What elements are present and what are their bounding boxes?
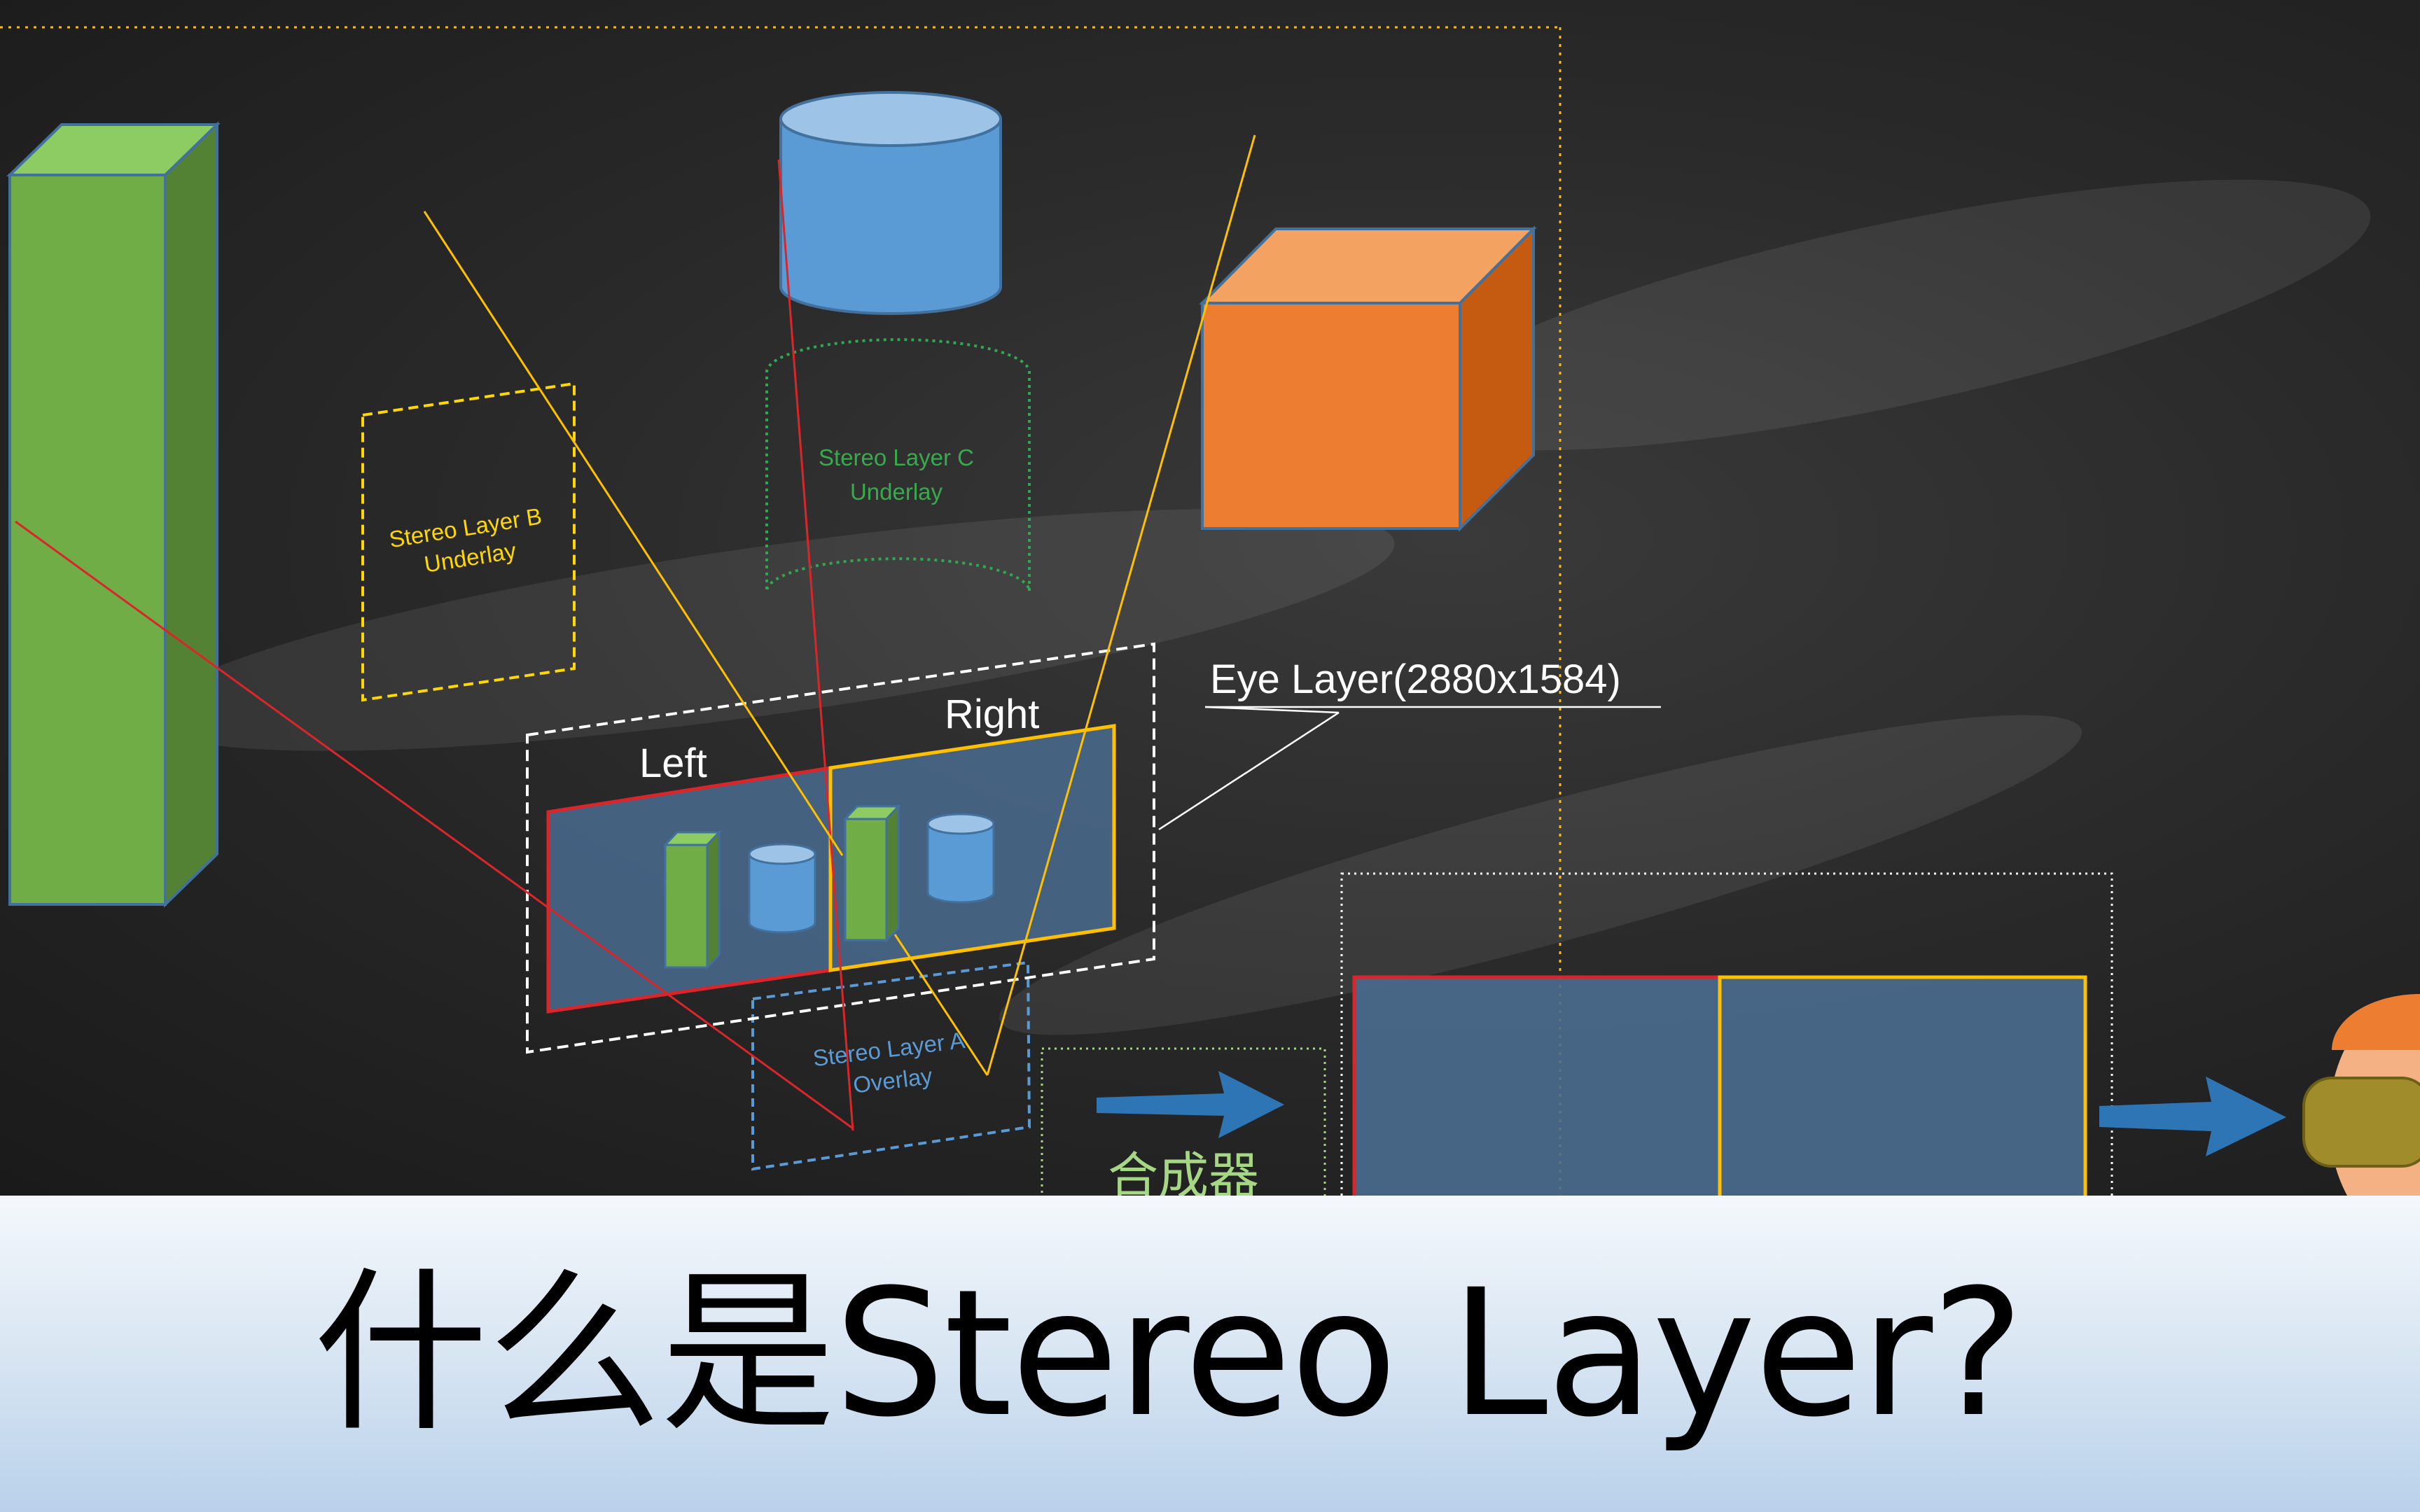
green-box-icon (6, 121, 221, 908)
arrow-icon (1097, 1071, 1284, 1138)
orange-cube-icon (1199, 225, 1537, 532)
output-left-eye (1352, 975, 1722, 1196)
eye-layer-frame (526, 642, 1155, 1054)
output-frame (1340, 872, 2113, 1196)
view-lines (15, 134, 1256, 1131)
left-label: Left (639, 741, 707, 786)
chalk-texture (146, 179, 2371, 1035)
left-mini-cylinder (748, 843, 816, 934)
compositor-label: 合成器 (1108, 1147, 1259, 1196)
diagram-canvas: Stereo Layer B Underlay Stereo Layer C U… (0, 0, 2420, 1196)
left-mini-box (662, 830, 722, 970)
title-banner: 什么是Stereo Layer? (0, 1196, 2420, 1512)
right-mini-box (842, 804, 901, 943)
svg-text:Stereo Layer A: Stereo Layer A (812, 1027, 966, 1071)
page-title: 什么是Stereo Layer? (313, 1252, 2024, 1455)
stereo-layer-c-label-2: Underlay (850, 479, 943, 505)
arrow-icon (2099, 1077, 2286, 1156)
output-right-eye (1718, 975, 2087, 1196)
blue-cylinder-icon (779, 91, 1002, 315)
svg-text:Overlay: Overlay (851, 1063, 934, 1098)
eye-layer-label: Eye Layer(2880x1584) (1210, 657, 1621, 702)
vr-headset-icon (2302, 994, 2420, 1196)
stereo-layer-a (751, 960, 1031, 1171)
eye-layer-callout (1158, 706, 1661, 831)
scene-frame (0, 26, 1562, 1196)
right-label: Right (945, 692, 1039, 737)
stereo-layer-a-label: Stereo Layer A Overlay (812, 1027, 966, 1098)
right-mini-cylinder (926, 813, 995, 904)
stereo-layer-b-label: Stereo Layer B Underlay (387, 503, 543, 578)
compositor-box (1041, 1047, 1326, 1196)
stereo-layer-b (361, 382, 576, 702)
stereo-layer-c-label-1: Stereo Layer C (819, 444, 974, 470)
